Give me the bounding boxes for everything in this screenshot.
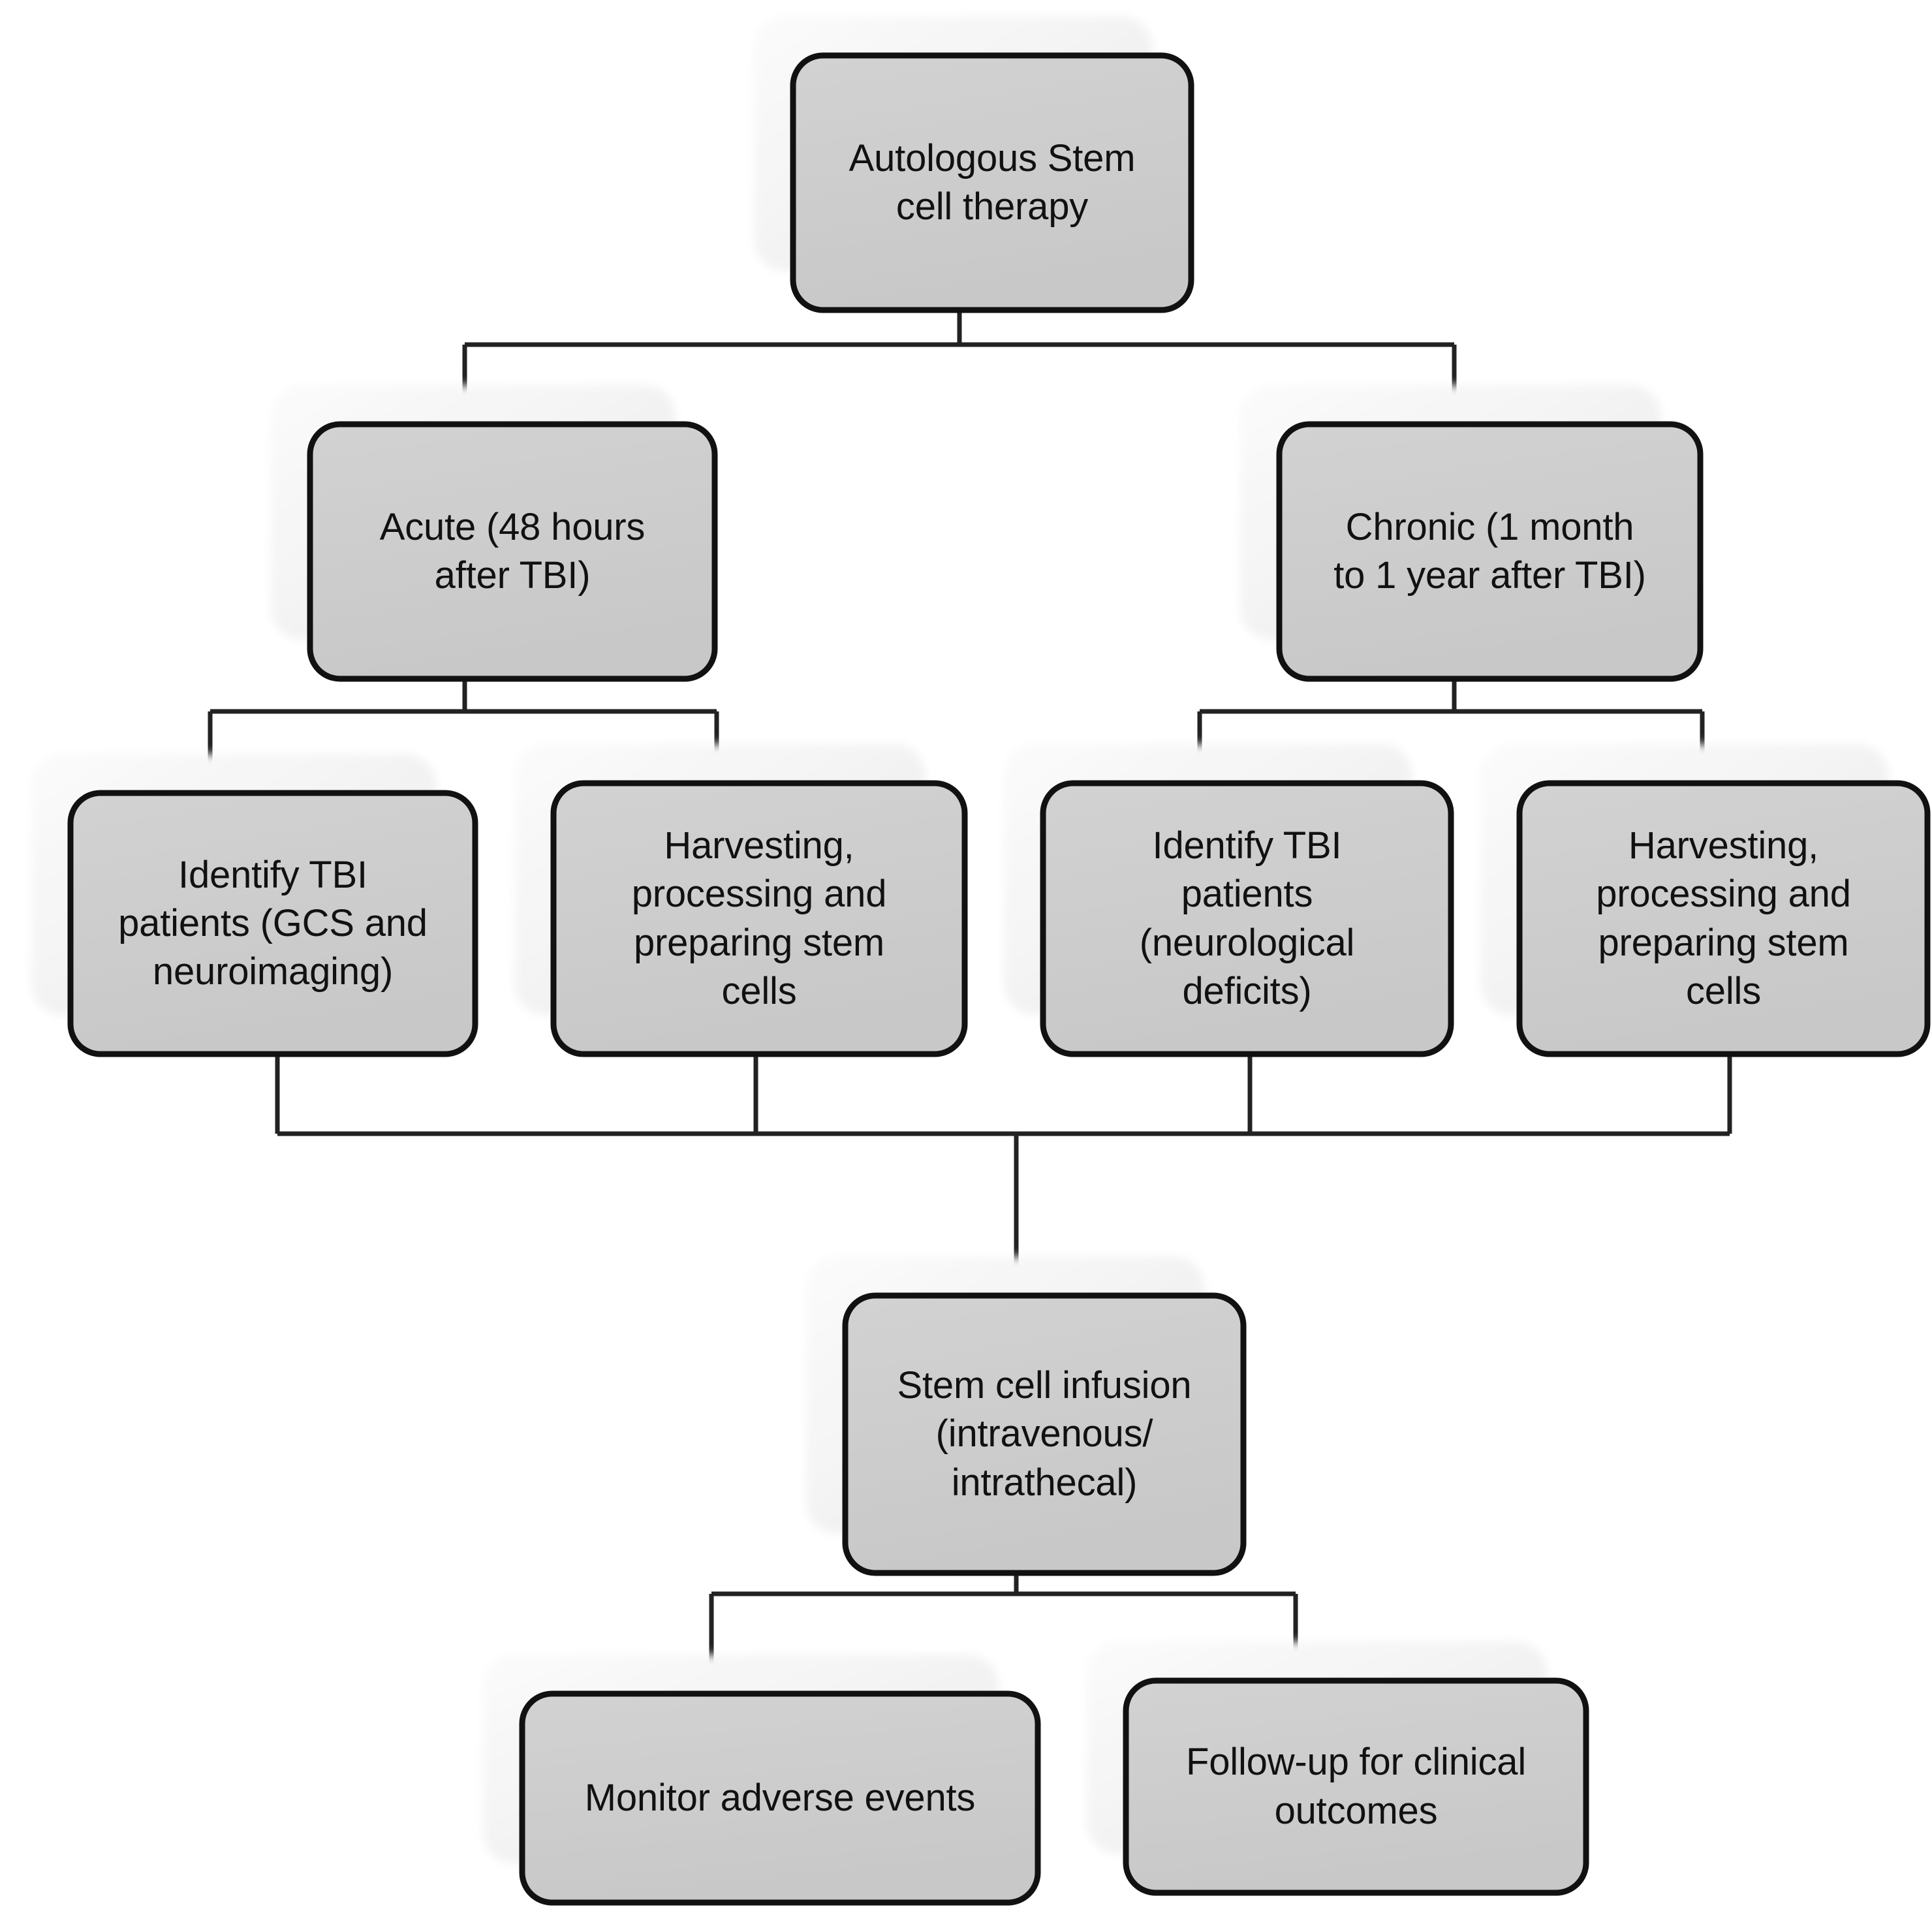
node-box-infusion[interactable] <box>842 1292 1247 1576</box>
node-box-root[interactable] <box>790 52 1194 313</box>
connector-layer <box>208 307 1732 1697</box>
node-box-layer <box>67 52 1931 1906</box>
node-box-chronic[interactable] <box>1276 421 1704 682</box>
node-box-identify-chronic[interactable] <box>1040 780 1454 1057</box>
node-box-acute[interactable] <box>307 421 718 682</box>
node-box-identify-acute[interactable] <box>67 790 478 1057</box>
node-box-monitor[interactable] <box>519 1690 1041 1906</box>
node-box-harvest-acute[interactable] <box>550 780 968 1057</box>
node-box-harvest-chronic[interactable] <box>1516 780 1931 1057</box>
node-box-followup[interactable] <box>1123 1677 1589 1896</box>
